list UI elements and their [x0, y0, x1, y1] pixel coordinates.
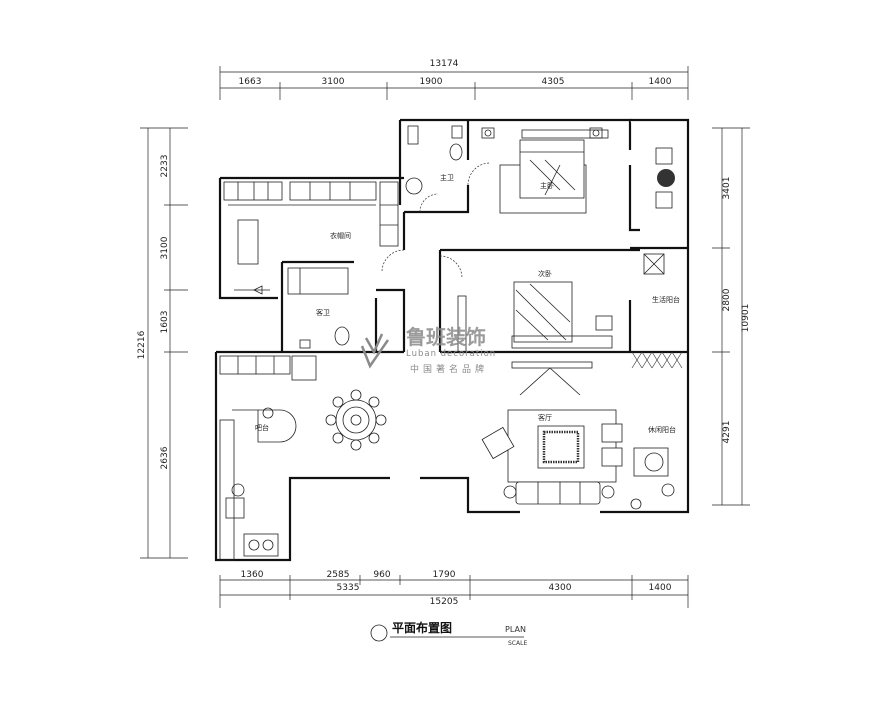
master-bath-cabinet-icon — [407, 125, 419, 145]
master-bedroom: 主卧 — [467, 127, 675, 214]
room-master-bedroom: 主卧 — [540, 181, 554, 190]
watermark-slogan: 中国著名品牌 — [410, 363, 488, 375]
dim-left-4: 2636 — [160, 446, 170, 469]
drawing-title: 平面布置图 — [392, 620, 452, 635]
cloak-cabinet-2-icon — [289, 181, 377, 201]
balcony-chair-icon — [655, 191, 673, 209]
dim-bottom-4: 1790 — [433, 570, 456, 580]
cloak-island-icon — [237, 219, 259, 265]
second-bedroom-desk-icon — [511, 335, 613, 349]
room-guest-bath: 客卫 — [316, 308, 330, 317]
cloakroom: 衣帽间 — [223, 181, 405, 295]
dim-top-2: 3100 — [322, 77, 345, 87]
master-bath: 主卫 — [405, 125, 463, 213]
room-living-room: 客厅 — [538, 413, 552, 422]
drawing-scale-label: SCALE — [508, 640, 527, 647]
guest-bath-floor-drain-icon — [299, 339, 311, 349]
room-laundry-balcony: 生活阳台 — [652, 295, 680, 304]
dim-right-1: 3401 — [722, 177, 732, 200]
guest-bath-toilet-icon — [334, 326, 350, 346]
title-circle-icon — [370, 624, 388, 642]
dim-top-total: 13174 — [430, 59, 459, 69]
dim-right-3: 4291 — [722, 421, 732, 444]
kitchen-dining: 吧台 — [219, 355, 387, 561]
dim-top-1: 1663 — [239, 77, 262, 87]
armchair-right-bottom-icon — [601, 447, 623, 467]
armchair-left-icon — [481, 426, 515, 460]
guest-bath-vanity-icon — [287, 267, 349, 295]
tv-cabinet-icon — [511, 361, 593, 369]
dim-left-2: 3100 — [160, 236, 170, 259]
dim-left-total: 12216 — [137, 330, 147, 359]
kitchen-counter-icon — [219, 419, 235, 561]
nightstand-left-icon — [481, 127, 495, 139]
second-bedroom-chair-icon — [595, 315, 613, 331]
second-bedroom: 次卧 — [439, 255, 613, 353]
dim-bottom-3: 960 — [373, 570, 390, 580]
top-dimensions: 13174 1663 3100 1900 4305 1400 — [219, 59, 689, 100]
master-wardrobe-icon — [521, 129, 609, 139]
cloak-cabinet-3-icon — [379, 181, 399, 247]
dim-top-4: 4305 — [542, 77, 565, 87]
dim-bottom-total: 15205 — [430, 597, 459, 607]
master-bath-sink-icon — [451, 125, 463, 139]
dim-bottom-mid: 5335 — [337, 583, 360, 593]
lounge-chair-icon — [633, 447, 669, 477]
kitchen-sink-basin-icon — [225, 497, 245, 519]
nightstand-right-icon — [589, 127, 603, 139]
dim-bottom-6: 1400 — [649, 583, 672, 593]
laundry-balcony: 生活阳台 — [643, 253, 680, 304]
dim-bottom-2: 2585 — [327, 570, 350, 580]
master-bath-toilet-icon — [449, 143, 463, 161]
living-room: 客厅 休闲阳台 — [481, 361, 676, 510]
second-bedroom-wardrobe-icon — [457, 295, 467, 353]
armchair-right-top-icon — [601, 423, 623, 443]
cloak-cabinet-1-icon — [223, 181, 283, 201]
dining-table-icon — [335, 399, 377, 441]
dim-bottom-5: 4300 — [549, 583, 572, 593]
room-bar-counter: 吧台 — [255, 423, 269, 432]
kitchen-upper-cabinet-icon — [219, 355, 291, 375]
left-dimensions: 12216 2233 3100 1603 2636 — [137, 127, 188, 559]
balcony-planter-icon — [655, 147, 673, 165]
dim-bottom-1: 1360 — [241, 570, 264, 580]
cloakroom-door-icon — [381, 249, 405, 273]
bottom-dimensions: 1360 2585 960 1790 5335 4300 1400 15205 — [219, 570, 689, 608]
sofa-icon — [515, 481, 601, 505]
dim-top-5: 1400 — [649, 77, 672, 87]
dim-left-1: 2233 — [160, 155, 170, 178]
room-leisure-balcony: 休闲阳台 — [648, 425, 676, 434]
watermark-brand-en: Luban decoration — [406, 349, 496, 359]
dim-top-3: 1900 — [420, 77, 443, 87]
watermark-logo-icon — [360, 333, 390, 369]
watermark-brand-cn: 鲁班装饰 — [406, 325, 486, 349]
room-cloakroom: 衣帽间 — [330, 231, 351, 240]
dim-right-2: 2800 — [722, 288, 732, 311]
dim-right-total: 10901 — [741, 304, 751, 333]
room-second-bedroom: 次卧 — [538, 269, 552, 278]
second-bed-icon — [513, 281, 573, 343]
second-bedroom-door-icon — [439, 255, 463, 279]
balcony-railing-hatch — [631, 351, 683, 369]
drawing-plan-label: PLAN — [505, 625, 526, 634]
master-bath-door-icon — [419, 193, 439, 213]
kitchen-sink-icon — [231, 483, 245, 497]
title-block: 平面布置图 PLAN SCALE — [370, 620, 527, 647]
cooktop-icon — [243, 533, 279, 557]
master-bedroom-door-icon — [467, 162, 491, 186]
watermark: 鲁班装饰 Luban decoration 中国著名品牌 — [360, 325, 496, 375]
room-master-bath: 主卫 — [440, 173, 454, 182]
right-dimensions: 3401 2800 4291 10901 — [712, 127, 751, 506]
fridge-icon — [291, 355, 317, 381]
balcony-round-table-icon — [657, 169, 675, 187]
guest-bath: 客卫 — [287, 267, 350, 349]
washing-machine-icon — [643, 253, 665, 275]
shower-drain-icon — [405, 177, 423, 195]
bar-counter-icon — [232, 409, 297, 443]
dim-left-3: 1603 — [160, 311, 170, 334]
